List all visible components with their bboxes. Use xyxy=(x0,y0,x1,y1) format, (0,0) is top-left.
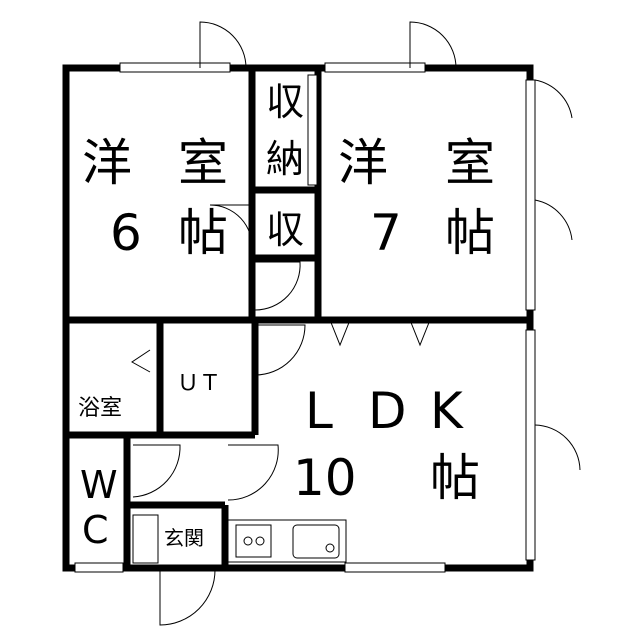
label: L xyxy=(305,382,333,440)
entrance-label: 玄関 xyxy=(164,526,204,550)
label: 室 xyxy=(178,134,228,192)
wc-label-w: W xyxy=(80,463,118,507)
room-western-7: 洋 室 7 帖 xyxy=(338,134,495,262)
label: 洋 xyxy=(82,134,132,192)
utility-label: ＵＴ xyxy=(177,371,221,396)
room-size: 7 xyxy=(370,204,402,262)
unit: 帖 xyxy=(430,449,480,507)
kitchen-counter xyxy=(227,519,347,563)
doors xyxy=(131,21,581,626)
room-western-6: 洋 室 6 帖 xyxy=(82,134,228,262)
label: 洋 xyxy=(338,134,388,192)
walls xyxy=(62,64,534,572)
room-ldk: L D K 10 帖 xyxy=(293,382,480,507)
label: 納 xyxy=(266,137,304,181)
label: 室 xyxy=(445,134,495,192)
unit: 帖 xyxy=(178,204,228,262)
room-size: 10 xyxy=(293,449,357,507)
closet: 収 納 収 xyxy=(266,80,304,252)
windows xyxy=(74,62,536,573)
room-size: 6 xyxy=(110,204,142,262)
label: K xyxy=(430,382,464,440)
wc-label-c: C xyxy=(82,508,109,552)
stove-icon xyxy=(235,524,272,558)
bath-label: 浴室 xyxy=(78,396,122,421)
label: D xyxy=(368,382,407,440)
label: 収 xyxy=(266,80,304,124)
unit: 帖 xyxy=(445,204,495,262)
sink-icon xyxy=(292,524,340,559)
label: 収 xyxy=(266,208,304,252)
